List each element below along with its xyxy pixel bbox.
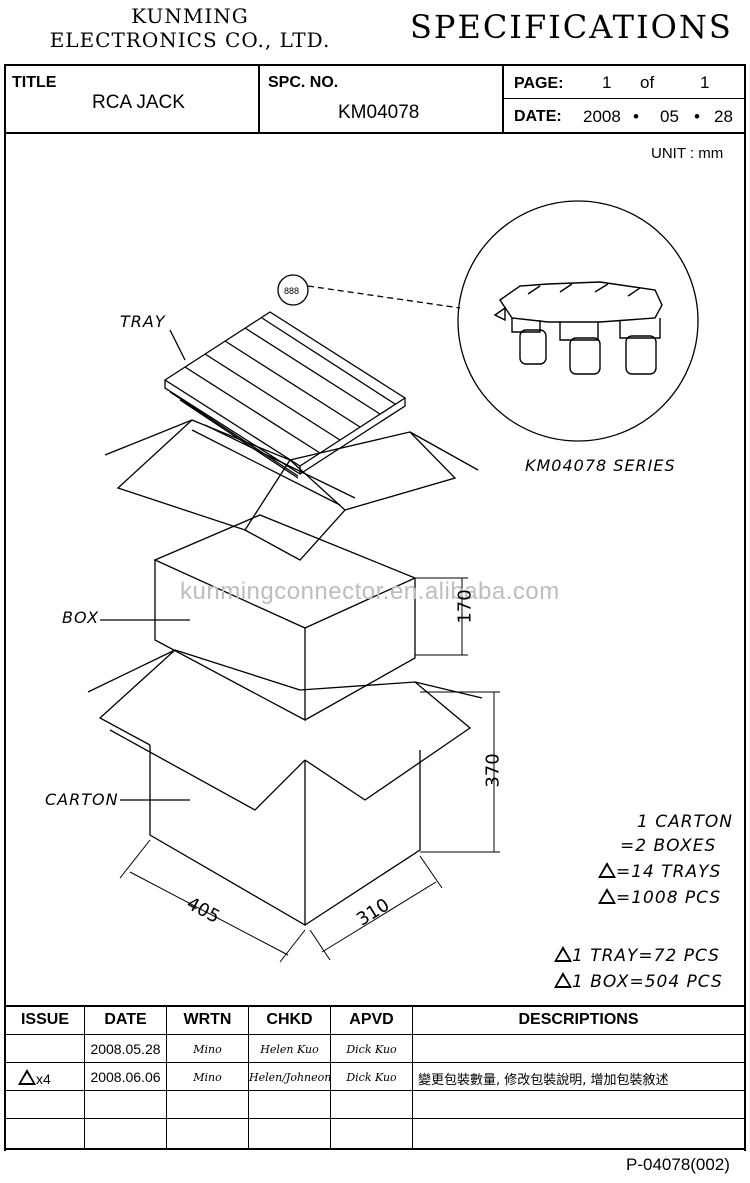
unit-note: UNIT : mm (651, 145, 724, 162)
connector-detail (493, 281, 663, 375)
col-header-chkd: CHKD (266, 1011, 313, 1028)
page-total: 1 (700, 73, 710, 92)
col-header-issue: ISSUE (20, 1011, 69, 1028)
table-row-wrtn: Mino (193, 1043, 222, 1056)
table-bottom (4, 1148, 746, 1150)
table-row-date: 2008.05.28 (90, 1041, 161, 1057)
dim-carton-height: 370 (482, 753, 504, 788)
table-col-4 (330, 1005, 331, 1149)
date-sep-1: • (633, 107, 639, 126)
date-label: DATE: (514, 108, 562, 125)
col-header-apvd: APVD (349, 1011, 394, 1028)
table-row-wrtn: Mino (193, 1071, 222, 1084)
carton-drawing (87, 649, 483, 927)
table-row-line-1 (4, 1034, 746, 1035)
table-row-chkd: Helen Kuo (260, 1043, 319, 1056)
revision-triangle-icon (554, 972, 572, 988)
packing-line-6: 1 BOX=504 PCS (554, 972, 723, 992)
table-row-apvd: Dick Kuo (346, 1043, 397, 1056)
dim-box-height: 170 (454, 589, 476, 624)
carton-label: CARTON (45, 790, 119, 809)
packing-drawing: 888 (87, 200, 699, 963)
table-col-1 (84, 1005, 85, 1149)
document-title: SPECIFICATIONS (410, 8, 733, 46)
tray-drawing (163, 311, 407, 479)
table-row-date: 2008.06.06 (90, 1069, 161, 1085)
spc-label: SPC. NO. (268, 74, 339, 91)
date-year: 2008 (583, 107, 621, 126)
col-header-wrtn: WRTN (183, 1011, 232, 1028)
table-col-2 (166, 1005, 167, 1149)
frame-left (4, 64, 6, 1151)
tray-label: TRAY (120, 312, 166, 331)
table-top (4, 1005, 746, 1007)
header-col-1 (258, 64, 260, 134)
watermark: kunmingconnector.en.alibaba.com (180, 578, 560, 605)
spc-value: KM04078 (338, 102, 420, 123)
col-header-descriptions: DESCRIPTIONS (518, 1011, 639, 1028)
box-label: BOX (62, 608, 100, 627)
revision-triangle-icon (598, 862, 616, 878)
title-value: RCA JACK (92, 92, 185, 113)
table-col-3 (248, 1005, 249, 1149)
frame-top (4, 64, 746, 66)
detail-leader (307, 285, 461, 309)
series-label: KM04078 SERIES (525, 456, 676, 475)
revision-triangle-icon (554, 946, 572, 962)
table-row-apvd: Dick Kuo (346, 1071, 397, 1084)
page-label: PAGE: (514, 75, 564, 92)
company-line1: KUNMING (131, 4, 249, 28)
table-row-line-3 (4, 1090, 746, 1091)
header-col-2 (502, 64, 504, 134)
table-row-line-4 (4, 1118, 746, 1119)
document-number: P-04078(002) (626, 1155, 730, 1174)
packing-line-3: =14 TRAYS (598, 862, 721, 882)
date-sep-2: • (694, 107, 700, 126)
packing-line-1: 1 CARTON (637, 812, 734, 832)
page-of: of (640, 73, 655, 92)
revision-triangle-icon (18, 1069, 36, 1085)
detail-circle (457, 200, 699, 442)
frame-right (744, 64, 746, 1151)
col-header-date: DATE (104, 1011, 147, 1028)
table-row-chkd: Helen/Johneon (249, 1071, 332, 1084)
tray-leader (169, 329, 186, 361)
dimension-lines (119, 577, 500, 963)
header-row-split (502, 98, 746, 99)
company-name: KUNMING ELECTRONICS CO., LTD. (40, 4, 340, 52)
title-label: TITLE (12, 74, 57, 91)
detail-callout-circle (277, 274, 309, 306)
date-month: 05 (660, 107, 679, 126)
table-row-issue: x4 (18, 1069, 84, 1087)
packing-line-4: =1008 PCS (598, 888, 721, 908)
table-row-description: 變更包裝數量, 修改包裝說明, 增加包裝敘述 (418, 1073, 669, 1088)
revision-triangle-icon (598, 888, 616, 904)
date-day: 28 (714, 107, 733, 126)
page-current: 1 (602, 73, 612, 92)
table-col-5 (412, 1005, 413, 1149)
company-line2: ELECTRONICS CO., LTD. (49, 28, 331, 52)
table-row-line-2 (4, 1062, 746, 1063)
box-drawing (104, 419, 479, 722)
packing-line-2: =2 BOXES (620, 836, 717, 856)
callout-number: 888 (284, 286, 299, 296)
header-divider (4, 132, 746, 134)
packing-line-5: 1 TRAY=72 PCS (554, 946, 720, 966)
